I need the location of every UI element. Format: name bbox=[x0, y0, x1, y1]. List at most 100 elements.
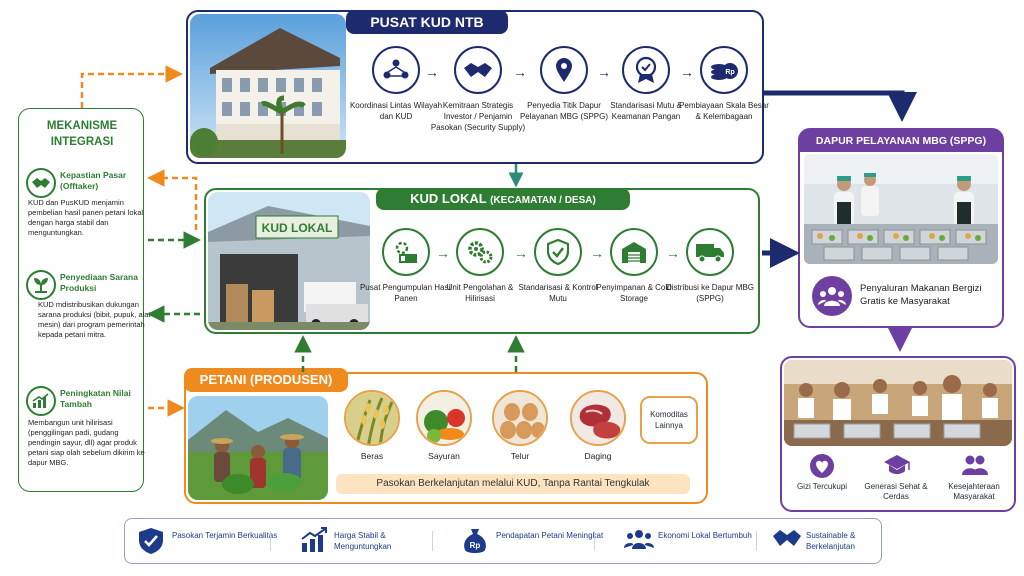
pusat-title: PUSAT KUD NTB bbox=[346, 10, 508, 34]
arrow-right-icon: → bbox=[680, 64, 694, 80]
product-label: Daging bbox=[584, 451, 612, 461]
dapur-caption: Penyaluran Makanan Bergizi Gratis ke Mas… bbox=[860, 283, 982, 307]
komoditas-lainnya-label: Komoditas Lainnya bbox=[650, 410, 688, 430]
collection-center-icon bbox=[382, 228, 430, 276]
product-label: Sayuran bbox=[428, 451, 460, 461]
benefit-pasokan: Pasokan Terjamin Berkualitas bbox=[138, 525, 277, 557]
kud-step-label: Pusat Pengumpulan Hasil Panen bbox=[359, 283, 453, 303]
arrow-right-icon: → bbox=[513, 64, 527, 80]
product-beras: Beras bbox=[342, 390, 402, 461]
handshake-icon bbox=[772, 527, 801, 555]
product-label: Beras bbox=[360, 451, 384, 461]
pusat-step-label: Pembiayaan Skala Besar & Kelembagaan bbox=[679, 101, 769, 121]
benefit-harga: Harga Stabil & Menguntungkan bbox=[300, 525, 440, 557]
benefit-pendapatan: Rp Pendapatan Petani Meningkat bbox=[462, 525, 603, 557]
growth-chart-icon bbox=[26, 386, 56, 416]
graduation-cap-icon bbox=[883, 453, 910, 479]
benefit-label: Pendapatan Petani Meningkat bbox=[496, 531, 604, 540]
arrow-pusat-to-dapur bbox=[764, 90, 917, 122]
benefits-bar bbox=[124, 518, 882, 564]
arrow-to-kepastian bbox=[147, 169, 198, 230]
mekanisme-text: Membangun unit hilirisasi (penggilingan … bbox=[28, 418, 145, 467]
kud-step-pengumpulan: Pusat Pengumpulan Hasil Panen bbox=[358, 228, 454, 304]
pusat-step-label: Penyedia Titik Dapur Pelayanan MBG (SPPG… bbox=[519, 101, 609, 121]
location-pin-icon bbox=[540, 46, 588, 94]
sprout-icon bbox=[26, 270, 56, 300]
kud-step-penyimpanan: Penyimpanan & Cold Storage bbox=[586, 228, 682, 304]
divider bbox=[270, 531, 271, 551]
mekanisme-heading: Kepastian Pasar (Offtaker) bbox=[60, 170, 127, 191]
mekanisme-title: MEKANISME INTEGRASI bbox=[46, 120, 118, 148]
product-daging: Daging bbox=[568, 390, 628, 461]
pusat-step-label: Koordinasi Lintas Wilayah dan KUD bbox=[349, 101, 443, 121]
shield-check-icon bbox=[138, 527, 166, 555]
product-sayuran: Sayuran bbox=[414, 390, 474, 461]
growth-chart-icon bbox=[300, 527, 328, 555]
kud-warehouse-photo: KUD LOKAL bbox=[208, 192, 370, 330]
outcome-kesejahteraan: Kesejahteraan Masyarakat bbox=[936, 453, 1012, 502]
arrow-right-icon: → bbox=[666, 245, 680, 261]
product-komoditas-lainnya: Komoditas Lainnya bbox=[640, 396, 698, 444]
kud-sign-text: KUD LOKAL bbox=[262, 221, 333, 235]
kud-step-label: Penyimpanan & Cold Storage bbox=[596, 283, 672, 303]
pusat-step-koordinasi: Koordinasi Lintas Wilayah dan KUD bbox=[348, 46, 444, 122]
petani-banner: Pasokan Berkelanjutan melalui KUD, Tanpa… bbox=[336, 474, 690, 494]
mekanisme-item-kepastian: Kepastian Pasar (Offtaker) KUD dan PusKU… bbox=[24, 168, 154, 258]
pusat-step-pembiayaan: Rp Pembiayaan Skala Besar & Kelembagaan bbox=[676, 46, 772, 122]
kud-step-label: Standarisasi & Kontrol Mutu bbox=[518, 283, 598, 303]
meat-icon bbox=[570, 390, 626, 446]
vegetables-icon bbox=[416, 390, 472, 446]
benefit-label: Ekonomi Lokal Bertumbuh bbox=[658, 531, 752, 540]
arrow-right-icon: → bbox=[436, 245, 450, 261]
arrow-right-icon: → bbox=[590, 245, 604, 261]
product-label: Telur bbox=[510, 451, 530, 461]
truck-icon bbox=[686, 228, 734, 276]
kud-title-subtitle: (KECAMATAN / DESA) bbox=[490, 195, 596, 206]
gears-icon bbox=[456, 228, 504, 276]
kitchen-photo bbox=[804, 154, 998, 264]
outcome-label: Gizi Tercukupi bbox=[796, 482, 848, 491]
kud-step-pengolahan: Unit Pengolahan & Hilirisasi bbox=[432, 228, 528, 304]
pusat-step-label: Kemitraan Strategis Investor / Penjamin … bbox=[430, 101, 526, 132]
community-icon bbox=[812, 276, 852, 316]
divider bbox=[594, 531, 595, 551]
arrow-mekanisme-to-pusat bbox=[80, 65, 183, 108]
mekanisme-heading: Penyediaan Sarana Produksi bbox=[60, 272, 138, 293]
benefit-label: Harga Stabil & Menguntungkan bbox=[334, 531, 392, 551]
students-photo bbox=[784, 360, 1012, 446]
money-bag-rp-icon: Rp bbox=[462, 527, 490, 555]
dapur-title: DAPUR PELAYANAN MBG (SPPG) bbox=[800, 130, 1002, 152]
outcome-label: Kesejahteraan Masyarakat bbox=[948, 482, 1000, 501]
outcome-generasi: Generasi Sehat & Cerdas bbox=[858, 453, 934, 502]
quality-badge-icon bbox=[622, 46, 670, 94]
handshake-icon bbox=[454, 46, 502, 94]
rice-icon bbox=[344, 390, 400, 446]
benefit-label: Pasokan Terjamin Berkualitas bbox=[172, 531, 278, 540]
eggs-icon bbox=[492, 390, 548, 446]
kud-step-label: Unit Pengolahan & Hilirisasi bbox=[446, 283, 514, 303]
mekanisme-heading: Peningkatan Nilai Tambah bbox=[60, 388, 131, 409]
heart-icon bbox=[809, 453, 835, 479]
mekanisme-item-nilai-tambah: Peningkatan Nilai Tambah Membangun unit … bbox=[24, 386, 154, 486]
handshake-icon bbox=[26, 168, 56, 198]
pusat-step-label: Standarisasi Mutu & Keamanan Pangan bbox=[610, 101, 682, 121]
pusat-step-standarisasi: Standarisasi Mutu & Keamanan Pangan bbox=[598, 46, 694, 122]
farmers-photo bbox=[188, 396, 328, 500]
arrow-right-icon: → bbox=[597, 64, 611, 80]
svg-text:Rp: Rp bbox=[470, 541, 481, 550]
network-people-icon bbox=[372, 46, 420, 94]
pusat-step-kemitraan: Kemitraan Strategis Investor / Penjamin … bbox=[430, 46, 526, 133]
kud-step-kontrol-mutu: Standarisasi & Kontrol Mutu bbox=[510, 228, 606, 304]
benefit-label: Sustainable & Berkelanjutan bbox=[806, 531, 856, 551]
svg-text:Rp: Rp bbox=[725, 69, 734, 76]
kud-title: KUD LOKAL (KECAMATAN / DESA) bbox=[376, 188, 630, 210]
arrow-right-icon: → bbox=[514, 245, 528, 261]
mekanisme-text: KUD mdistribusikan dukungan sarana produ… bbox=[38, 300, 151, 339]
benefit-ekonomi: Ekonomi Lokal Bertumbuh bbox=[624, 525, 764, 557]
coins-rp-icon: Rp bbox=[700, 46, 748, 94]
community-icon bbox=[624, 527, 654, 555]
warehouse-icon bbox=[610, 228, 658, 276]
arrow-right-icon: → bbox=[425, 64, 439, 80]
kud-step-label: Distribusi ke Dapur MBG (SPPG) bbox=[665, 283, 755, 303]
